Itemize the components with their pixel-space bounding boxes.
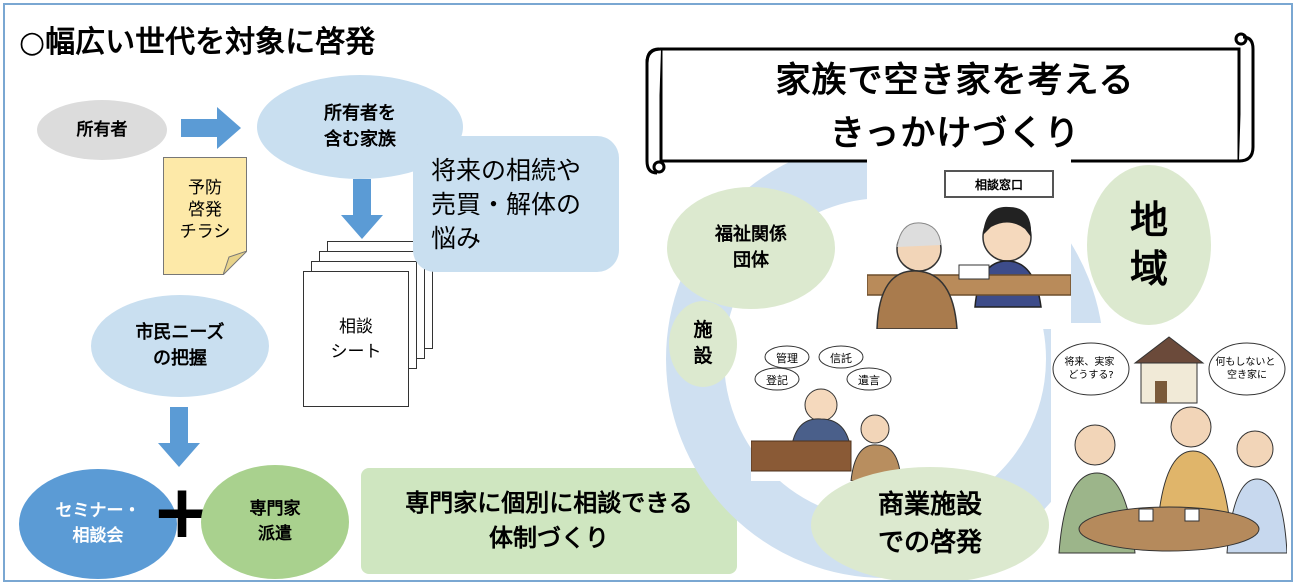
worries-callout: 将来の相続や 売買・解体の 悩み — [413, 136, 619, 272]
flyer-label: 予防 啓発 チラシ — [179, 178, 231, 243]
expert-dispatch-node: 専門家 派遣 — [201, 465, 349, 579]
welfare-node: 福祉関係 団体 — [667, 187, 835, 309]
page-fold-icon — [223, 251, 247, 275]
bubble-jikka-label: 将来、実家 どうする? — [1064, 355, 1117, 381]
family-talk-illustration: 将来、実家 どうする? 何もしないと 空き家に — [1051, 323, 1287, 569]
page-title: ○幅広い世代を対象に啓発 — [19, 25, 376, 60]
expert-consult-illustration: 管理 信託 登記 遺言 — [751, 341, 901, 481]
counter-sign-label: 相談窓口 — [975, 177, 1023, 192]
down-arrow-icon — [341, 179, 383, 239]
owner-node: 所有者 — [37, 100, 167, 160]
bubble-touki-label: 登記 — [766, 373, 788, 387]
facility-node: 施 設 — [669, 301, 737, 387]
bubble-kanri-label: 管理 — [776, 351, 798, 365]
bubble-shintaku-label: 信託 — [830, 351, 852, 365]
bubble-jikka-line1: 将来、実家 — [1064, 355, 1114, 368]
bubble-akiya-line1: 何もしないと — [1215, 355, 1275, 368]
diagram-frame: ○幅広い世代を対象に啓発 所有者 所有者を 含む家族 予防 啓発 チラシ 相談 … — [3, 3, 1293, 582]
owner-family-node: 所有者を 含む家族 — [257, 75, 463, 179]
region-node: 地 域 — [1087, 165, 1211, 325]
bubble-akiya-label: 何もしないと 空き家に — [1215, 355, 1278, 381]
scroll-banner-icon — [645, 32, 1255, 175]
bubble-yuigon-label: 遺言 — [858, 373, 880, 387]
expert-system-box: 専門家に個別に相談できる 体制づくり — [361, 468, 737, 574]
consult-sheet-label: 相談 シート — [330, 317, 382, 362]
banner-title: 家族で空き家を考える きっかけづくり — [775, 61, 1135, 154]
citizen-needs-node: 市民ニーズ の把握 — [91, 295, 269, 397]
commercial-node: 商業施設 での啓発 — [811, 467, 1049, 580]
counter-illustration: 相談窓口 — [867, 157, 1071, 329]
right-arrow-icon — [181, 107, 241, 149]
consult-sheet — [303, 271, 409, 407]
seminar-node: セミナー・ 相談会 — [19, 469, 177, 579]
down-arrow-icon — [158, 407, 200, 467]
bubble-jikka-line2: どうする? — [1068, 369, 1113, 381]
bubble-akiya-line2: 空き家に — [1227, 368, 1267, 381]
